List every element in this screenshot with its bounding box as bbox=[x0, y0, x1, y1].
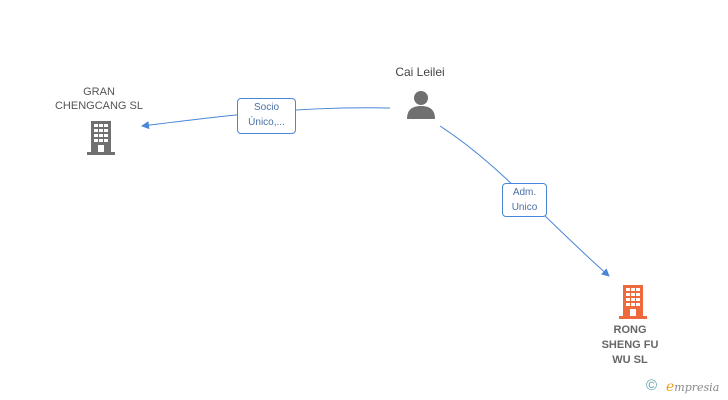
building-icon-highlight[interactable] bbox=[617, 283, 649, 319]
cai-leilei-label[interactable]: Cai Leilei bbox=[370, 65, 470, 79]
copyright-icon: © bbox=[646, 377, 658, 394]
brand-logo: empresia bbox=[666, 379, 719, 395]
person-icon[interactable] bbox=[406, 89, 436, 119]
cai-leilei-name: Cai Leilei bbox=[395, 65, 445, 79]
edge-label-socio-line2: Único,... bbox=[248, 117, 285, 128]
brand-logo-initial: e bbox=[666, 379, 675, 395]
edge-label-adm-line2: Unico bbox=[511, 202, 538, 213]
gran-chengcang-name-line2: CHENGCANG SL bbox=[54, 100, 144, 112]
rong-sheng-name-line2: SHENG FU bbox=[601, 339, 659, 351]
gran-chengcang-label[interactable]: GRAN CHENGCANG SL bbox=[40, 85, 158, 113]
brand-footer[interactable]: © empresia bbox=[646, 376, 728, 396]
brand-logo-rest: mpresia bbox=[674, 381, 720, 394]
edge-label-socio-line1: Socio bbox=[253, 102, 279, 113]
building-icon[interactable] bbox=[85, 119, 117, 155]
edge-label-adm[interactable]: Adm. Unico bbox=[502, 183, 547, 217]
rong-sheng-name-line1: RONG bbox=[613, 324, 647, 336]
rong-sheng-label[interactable]: RONG SHENG FU WU SL bbox=[585, 323, 675, 368]
edge-label-socio[interactable]: Socio Único,... bbox=[237, 98, 296, 134]
rong-sheng-name-line3: WU SL bbox=[612, 354, 648, 366]
gran-chengcang-name-line1: GRAN bbox=[83, 86, 115, 98]
edge-label-adm-line1: Adm. bbox=[512, 187, 537, 198]
